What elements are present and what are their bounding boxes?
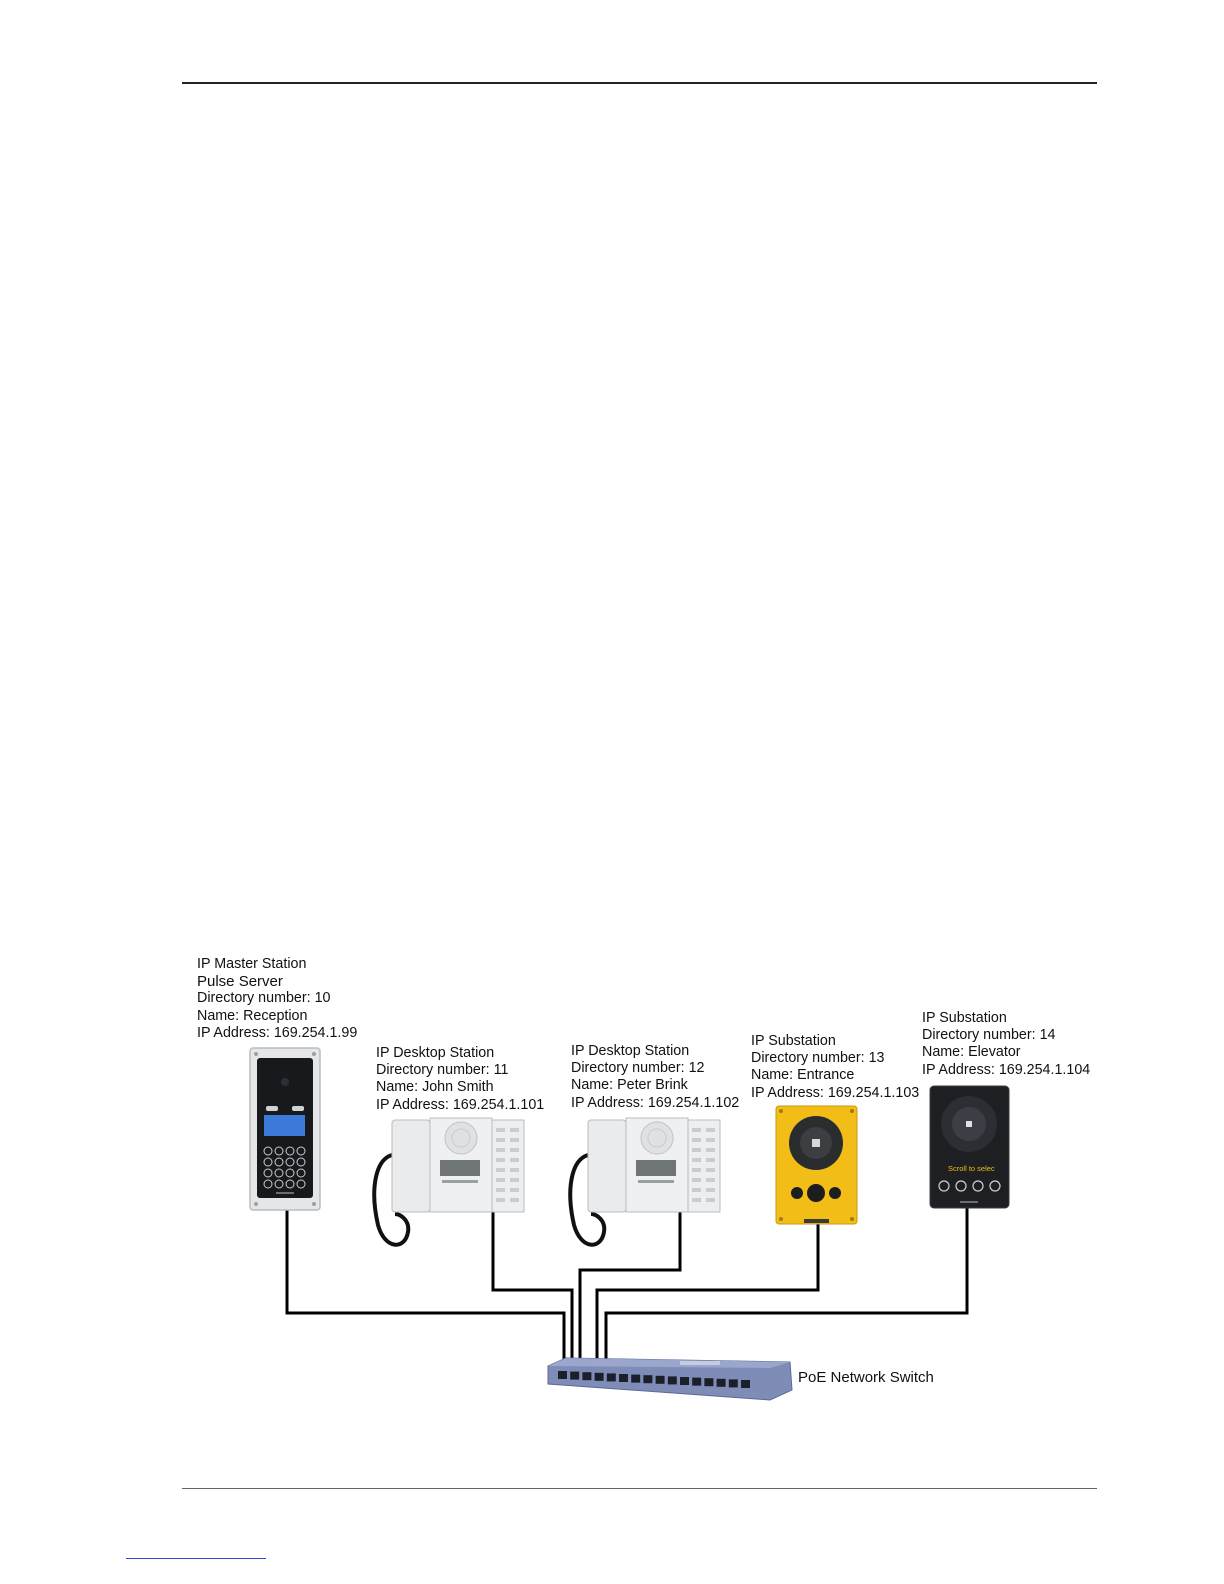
desktop-station-2-device xyxy=(570,1118,720,1245)
master-station-device xyxy=(250,1048,320,1210)
substation-entrance-device xyxy=(776,1106,857,1224)
switch-port xyxy=(692,1378,701,1386)
cable-elevator xyxy=(606,1208,967,1368)
switch-port xyxy=(631,1375,640,1383)
desktop-station-1-device xyxy=(374,1118,524,1245)
switch-port xyxy=(570,1372,579,1380)
master-display xyxy=(264,1115,305,1136)
switch-port xyxy=(704,1378,713,1386)
footer-rule xyxy=(182,1488,1097,1489)
network-cables xyxy=(287,1208,967,1368)
poe-network-switch xyxy=(548,1358,792,1400)
switch-port xyxy=(643,1375,652,1383)
elevator-screen-text: Scroll to selec xyxy=(948,1164,995,1173)
switch-port xyxy=(729,1379,738,1387)
switch-port xyxy=(668,1376,677,1384)
switch-port xyxy=(717,1379,726,1387)
switch-port xyxy=(680,1377,689,1385)
switch-port xyxy=(619,1374,628,1382)
switch-port xyxy=(595,1373,604,1381)
substation-elevator-device: Scroll to selec xyxy=(930,1086,1009,1208)
switch-port xyxy=(741,1380,750,1388)
switch-port xyxy=(607,1373,616,1381)
switch-port xyxy=(558,1371,567,1379)
switch-port xyxy=(656,1376,665,1384)
switch-port xyxy=(582,1372,591,1380)
cable-entrance xyxy=(597,1224,818,1368)
footer-link-underline xyxy=(126,1558,266,1559)
cable-desktop-1 xyxy=(493,1212,572,1368)
